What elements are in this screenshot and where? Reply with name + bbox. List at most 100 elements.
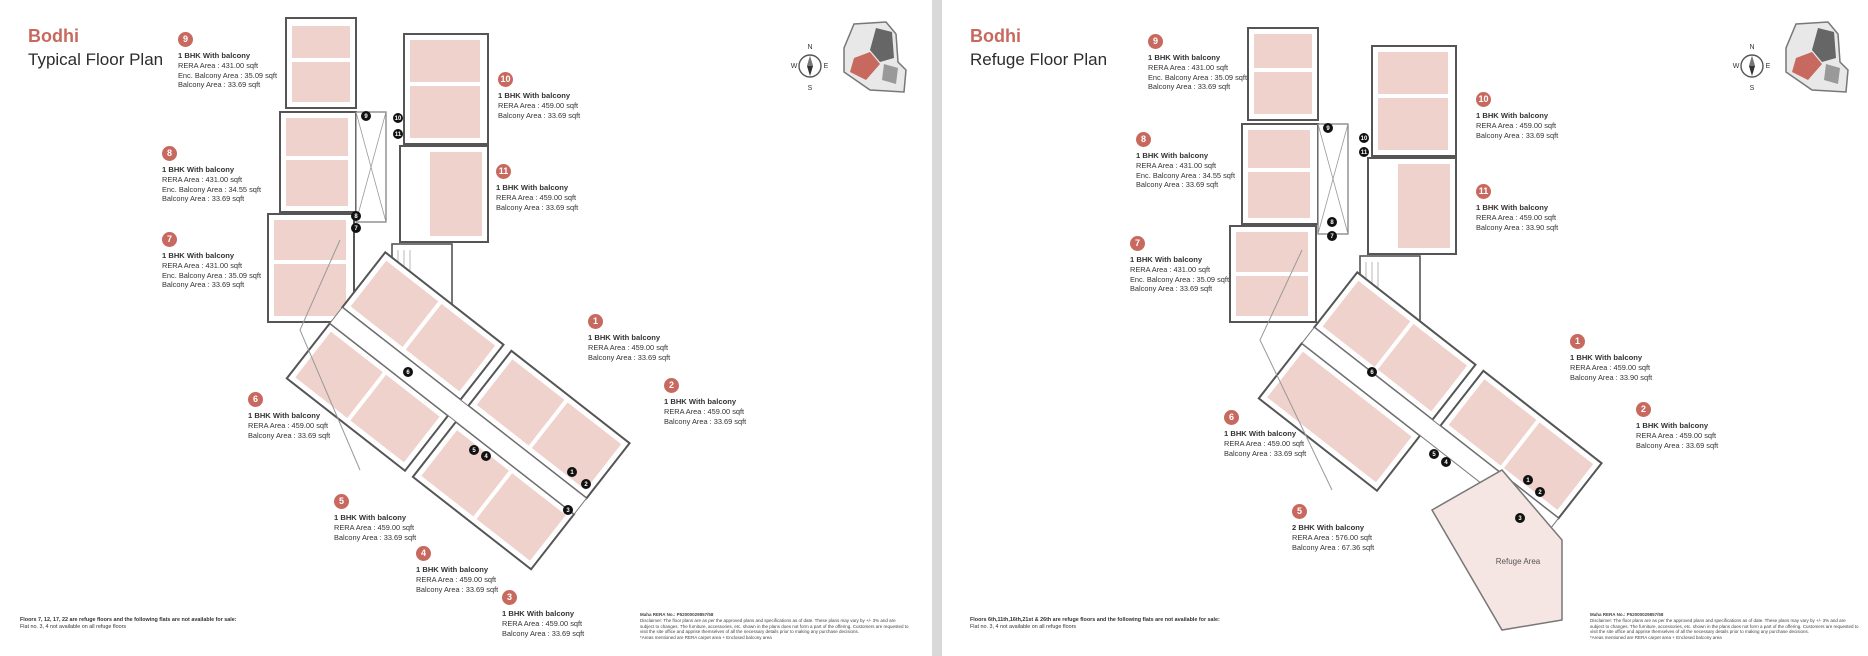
brand-name: Bodhi (970, 26, 1021, 46)
svg-text:4: 4 (1444, 460, 1448, 466)
compass-south: S (1750, 85, 1755, 92)
compass-west: W (1733, 63, 1740, 70)
unit-number-badge: 1 (588, 314, 603, 329)
refuge-floor-note: Floors 6th,11th,16th,21st & 26th are ref… (970, 617, 1390, 631)
tower-north (1359, 45, 1457, 337)
svg-text:7: 7 (1330, 234, 1334, 240)
compass-north: N (807, 44, 812, 51)
floor-plan-drawing: Refuge Area 9 10 11 8 7 6 5 4 1 2 3 (1229, 27, 1603, 631)
unit-type: 1 BHK With balcony (1224, 429, 1297, 438)
page-title: Refuge Floor Plan (970, 50, 1108, 69)
unit-type: 1 BHK With balcony (1636, 421, 1709, 430)
unit-balcony-area: Balcony Area : 33.69 sqft (1476, 130, 1559, 140)
unit-info-10: 10 1 BHK With balcony RERA Area : 459.00… (1476, 92, 1636, 140)
unit-balcony-area: Balcony Area : 33.69 sqft (502, 628, 585, 638)
svg-text:9: 9 (1326, 126, 1330, 132)
unit-rera-area: RERA Area : 459.00 sqft (248, 421, 329, 431)
unit-number-badge: 9 (178, 32, 193, 47)
unit-rera-area: RERA Area : 431.00 sqft (162, 261, 243, 271)
svg-text:4: 4 (484, 454, 488, 460)
unit-markers: 9 10 11 8 7 6 5 4 1 2 3 (351, 111, 591, 515)
unit-rera-area: RERA Area : 459.00 sqft (1476, 121, 1557, 131)
unit-info-3: 3 1 BHK With balcony RERA Area : 459.00 … (502, 590, 662, 638)
unit-type: 1 BHK With balcony (1136, 151, 1209, 160)
unit-number-badge: 10 (498, 72, 513, 87)
unit-number-badge: 8 (162, 146, 177, 161)
rera-number: Maha RERA No.: P52000029857/58 (1590, 612, 1664, 617)
disclaimer: Maha RERA No.: P52000029857/58 Disclaime… (1590, 612, 1860, 641)
unit-info-7: 7 1 BHK With balcony RERA Area : 431.00 … (1130, 236, 1290, 294)
unit-balcony-area: Balcony Area : 33.90 sqft (1476, 222, 1559, 232)
tower-south (285, 250, 631, 571)
unit-type: 1 BHK With balcony (1148, 53, 1221, 62)
unit-number-badge: 10 (1476, 92, 1491, 107)
unit-number-badge: 5 (334, 494, 349, 509)
unit-balcony-area: Balcony Area : 33.69 sqft (664, 416, 747, 426)
refuge-floor-note: Floors 7, 12, 17, 22 are refuge floors a… (20, 617, 440, 631)
compass-east: E (824, 63, 829, 70)
unit-number-badge: 8 (1136, 132, 1151, 147)
unit-enc-balcony-area: Enc. Balcony Area : 34.55 sqft (1136, 170, 1236, 180)
unit-balcony-area: Balcony Area : 33.69 sqft (1636, 440, 1719, 450)
unit-number-badge: 9 (1148, 34, 1163, 49)
svg-text:3: 3 (1518, 516, 1522, 522)
unit-info-10: 10 1 BHK With balcony RERA Area : 459.00… (498, 72, 658, 120)
tower-west (1229, 27, 1349, 323)
unit-info-5: 5 1 BHK With balcony RERA Area : 459.00 … (334, 494, 494, 542)
unit-number-badge: 11 (496, 164, 511, 179)
key-plan-map-icon (843, 21, 907, 93)
svg-text:5: 5 (472, 448, 476, 454)
unit-type: 1 BHK With balcony (416, 565, 489, 574)
svg-text:10: 10 (1361, 136, 1368, 142)
unit-rera-area: RERA Area : 431.00 sqft (1136, 161, 1217, 171)
unit-rera-area: RERA Area : 459.00 sqft (502, 619, 583, 629)
unit-markers: 9 10 11 8 7 6 5 4 1 2 3 (1323, 123, 1545, 523)
svg-text:8: 8 (1330, 220, 1334, 226)
unit-balcony-area: Balcony Area : 33.69 sqft (162, 194, 245, 204)
unit-number-badge: 7 (1130, 236, 1145, 251)
unit-info-1: 1 1 BHK With balcony RERA Area : 459.00 … (588, 314, 748, 362)
unit-number-badge: 5 (1292, 504, 1307, 519)
page-typical-floor-plan: Bodhi Typical Floor Plan N S E W (0, 0, 932, 656)
unit-info-2: 2 1 BHK With balcony RERA Area : 459.00 … (1636, 402, 1796, 450)
svg-text:3: 3 (566, 508, 570, 514)
unit-rera-area: RERA Area : 459.00 sqft (498, 101, 579, 111)
compass-icon: N S E W (1733, 44, 1771, 92)
unit-balcony-area: Balcony Area : 33.69 sqft (162, 280, 245, 290)
unit-info-11: 11 1 BHK With balcony RERA Area : 459.00… (1476, 184, 1636, 232)
unit-info-8: 8 1 BHK With balcony RERA Area : 431.00 … (162, 146, 322, 204)
unit-number-badge: 2 (1636, 402, 1651, 417)
svg-text:6: 6 (1370, 370, 1374, 376)
svg-text:5: 5 (1432, 452, 1436, 458)
unit-rera-area: RERA Area : 459.00 sqft (496, 193, 577, 203)
unit-type: 1 BHK With balcony (498, 91, 571, 100)
unit-number-badge: 7 (162, 232, 177, 247)
key-plan-map-icon (1785, 21, 1849, 93)
unit-info-8: 8 1 BHK With balcony RERA Area : 431.00 … (1136, 132, 1296, 190)
floor-plan-drawing: 9 10 11 8 7 6 5 4 1 2 3 (267, 17, 631, 571)
disclaimer-text: Disclaimer: The floor plans are as per t… (640, 617, 909, 635)
unit-rera-area: RERA Area : 459.00 sqft (588, 343, 669, 353)
svg-text:7: 7 (354, 226, 358, 232)
unit-rera-area: RERA Area : 459.00 sqft (1636, 431, 1717, 441)
unit-number-badge: 1 (1570, 334, 1585, 349)
unit-info-6: 6 1 BHK With balcony RERA Area : 459.00 … (1224, 410, 1384, 458)
unit-info-9: 9 1 BHK With balcony RERA Area : 431.00 … (1148, 34, 1308, 92)
disclaimer: Maha RERA No.: P52000029857/58 Disclaime… (640, 612, 910, 641)
unit-type: 1 BHK With balcony (664, 397, 737, 406)
unit-number-badge: 11 (1476, 184, 1491, 199)
unit-balcony-area: Balcony Area : 33.69 sqft (1130, 284, 1213, 294)
unit-enc-balcony-area: Enc. Balcony Area : 35.09 sqft (162, 270, 262, 280)
compass-icon: N S E W (791, 44, 829, 92)
unit-rera-area: RERA Area : 431.00 sqft (178, 61, 259, 71)
unit-number-badge: 4 (416, 546, 431, 561)
svg-text:11: 11 (395, 132, 402, 138)
svg-text:9: 9 (364, 114, 368, 120)
unit-info-9: 9 1 BHK With balcony RERA Area : 431.00 … (178, 32, 338, 90)
unit-enc-balcony-area: Enc. Balcony Area : 35.09 sqft (1130, 274, 1230, 284)
unit-type: 1 BHK With balcony (248, 411, 321, 420)
svg-text:2: 2 (584, 482, 588, 488)
unit-number-badge: 6 (1224, 410, 1239, 425)
unit-enc-balcony-area: Enc. Balcony Area : 35.09 sqft (1148, 72, 1248, 82)
